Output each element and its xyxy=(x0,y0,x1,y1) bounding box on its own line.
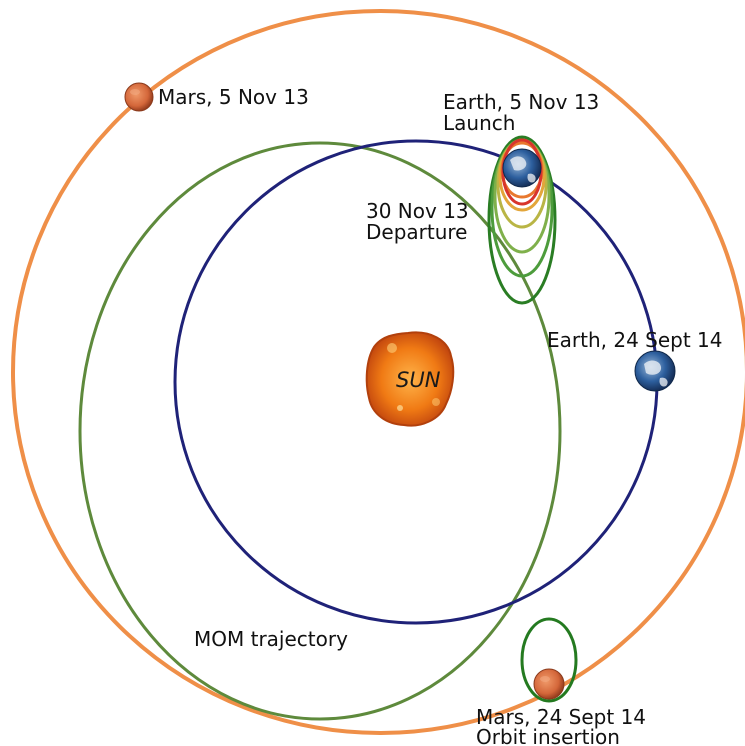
earth-end-label: Earth, 24 Sept 14 xyxy=(547,328,723,352)
mars-start-label: Mars, 5 Nov 13 xyxy=(158,85,309,109)
orbit-insertion-label: Orbit insertion xyxy=(476,725,620,746)
mom-transfer-trajectory xyxy=(78,141,562,721)
departure-date-label: 30 Nov 13 xyxy=(366,199,469,223)
sun-disk xyxy=(365,331,455,427)
launch-label: Launch xyxy=(443,111,515,135)
parking-orbit-1 xyxy=(487,135,557,305)
earth-end-planet xyxy=(634,350,676,392)
sun-flare-1 xyxy=(387,343,397,353)
mars-end-label: Mars, 24 Sept 14 xyxy=(476,705,646,729)
mars-start-planet xyxy=(124,82,154,112)
earth-launch-label: Earth, 5 Nov 13 xyxy=(443,90,599,114)
earth-parking-orbits xyxy=(487,135,557,305)
mars-orbit xyxy=(11,9,745,735)
sun-flare-2 xyxy=(432,398,440,406)
mars-end-planet xyxy=(533,668,565,700)
sun-flare-3 xyxy=(397,405,403,411)
departure-label: Departure xyxy=(366,220,467,244)
sun-label: SUN xyxy=(396,368,441,392)
mars-capture-orbit xyxy=(520,617,578,703)
earth-launch-planet xyxy=(502,148,542,188)
sun xyxy=(365,331,455,427)
trajectory-label: MOM trajectory xyxy=(194,627,348,651)
